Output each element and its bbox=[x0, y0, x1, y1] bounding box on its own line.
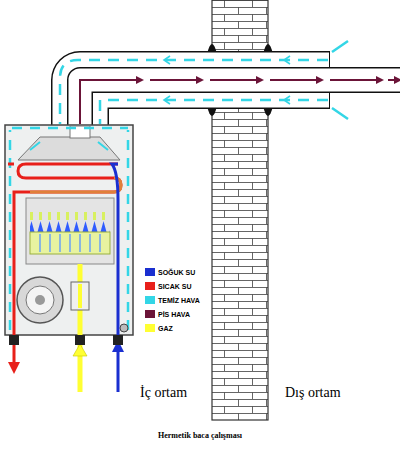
boiler-casing bbox=[5, 125, 133, 335]
fresh-air-flow bbox=[10, 128, 128, 330]
fan-rotor bbox=[26, 286, 54, 314]
legend-row: GAZ bbox=[145, 324, 173, 332]
flue-gas-flow bbox=[388, 79, 398, 81]
flue-gas-flow bbox=[330, 79, 380, 81]
legend-text: SICAK SU bbox=[158, 283, 191, 290]
legend-swatch bbox=[145, 324, 155, 332]
legend-text: GAZ bbox=[158, 325, 173, 332]
inner-pipe-bore bbox=[80, 80, 400, 127]
burner-flames bbox=[30, 212, 110, 232]
fresh-air-flow bbox=[60, 60, 328, 124]
valve-knob bbox=[120, 324, 128, 332]
fan bbox=[17, 277, 63, 323]
heat-exchanger-coil bbox=[18, 164, 121, 192]
gas-valve bbox=[71, 282, 89, 310]
legend-swatch bbox=[145, 282, 155, 290]
fitting bbox=[9, 335, 19, 345]
legend-row: PİS HAVA bbox=[145, 310, 190, 318]
flue-gas-flow bbox=[80, 80, 140, 124]
legend-row: SOĞUK SU bbox=[145, 268, 195, 276]
caption: Hermetik baca çalışması bbox=[0, 431, 400, 440]
legend-text: TEMİZ HAVA bbox=[158, 297, 200, 304]
combustion-chamber bbox=[26, 198, 114, 264]
legend-row: SICAK SU bbox=[145, 282, 191, 290]
gas-arrow bbox=[73, 344, 87, 356]
fresh-air-flow bbox=[100, 100, 328, 124]
burner bbox=[30, 232, 110, 254]
cold-water-pipe bbox=[112, 164, 118, 392]
gas-pipe bbox=[78, 284, 82, 308]
inner-pipe bbox=[80, 80, 400, 126]
legend-text: PİS HAVA bbox=[158, 311, 190, 318]
legend-swatch bbox=[145, 310, 155, 318]
burner-tubes bbox=[40, 234, 100, 252]
legend-text: SOĞUK SU bbox=[158, 269, 195, 276]
flue-gas-flow bbox=[150, 79, 200, 81]
legend-row: TEMİZ HAVA bbox=[145, 296, 200, 304]
fan-hub bbox=[35, 295, 45, 305]
fitting bbox=[75, 335, 85, 345]
region-label: İç ortam bbox=[140, 385, 187, 401]
flue-gas-flow bbox=[210, 79, 260, 81]
fresh-air-flow bbox=[30, 142, 108, 150]
hot-water-arrow bbox=[8, 362, 20, 374]
flue-gas-flow bbox=[270, 79, 320, 81]
legend-swatch bbox=[145, 268, 155, 276]
flue-hood bbox=[18, 137, 120, 160]
legend-swatch bbox=[145, 296, 155, 304]
region-label: Dış ortam bbox=[285, 385, 341, 401]
heat-exchanger-coil bbox=[30, 178, 121, 192]
hot-water-pipe bbox=[8, 163, 14, 166]
fitting bbox=[113, 335, 123, 345]
